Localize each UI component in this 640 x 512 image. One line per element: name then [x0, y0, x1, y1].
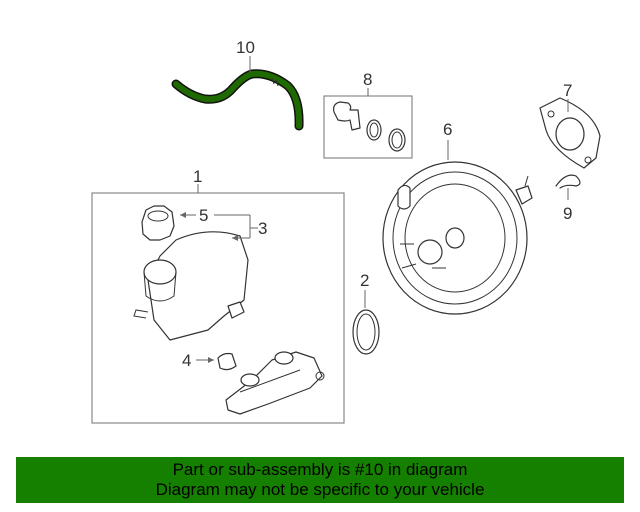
callout-6: 6	[443, 120, 452, 139]
part-3-reservoir[interactable]	[133, 231, 249, 341]
callout-2-group: 2	[360, 271, 369, 308]
callout-6-group: 6	[443, 120, 452, 160]
callout-8-group: 8	[363, 70, 372, 96]
part-1-master-cylinder-assembly[interactable]	[91, 192, 345, 424]
callout-9: 9	[563, 204, 572, 223]
callout-2: 2	[360, 271, 369, 290]
part-7-gasket[interactable]	[539, 97, 601, 169]
callout-7: 7	[563, 81, 572, 100]
callout-5-group: 5	[180, 206, 250, 225]
banner-line-1: Part or sub-assembly is #10 in diagram	[172, 460, 468, 479]
part-4-grommet[interactable]	[217, 352, 237, 371]
banner-line-2: Diagram may not be specific to your vehi…	[155, 480, 485, 499]
callout-8: 8	[363, 70, 372, 89]
callout-4-group: 4	[182, 351, 214, 370]
callout-9-group: 9	[563, 188, 572, 223]
part-2-o-ring[interactable]	[352, 309, 380, 355]
callout-3: 3	[258, 219, 267, 238]
info-banner: Part or sub-assembly is #10 in diagram D…	[16, 457, 624, 503]
master-cylinder-body[interactable]	[225, 351, 325, 415]
callout-10: 10	[236, 38, 255, 57]
part-6-brake-booster[interactable]	[382, 161, 533, 315]
part-5-reservoir-cap[interactable]	[141, 205, 175, 241]
part-10-vacuum-hose[interactable]	[171, 69, 304, 131]
callout-5: 5	[199, 206, 208, 225]
callout-4: 4	[182, 351, 191, 370]
callout-10-group: 10	[236, 38, 255, 72]
part-8-seal-kit[interactable]	[323, 95, 413, 159]
part-9-clip[interactable]	[555, 174, 581, 189]
callout-3-group: 3	[232, 215, 267, 241]
callout-7-group: 7	[563, 81, 572, 112]
callout-1-group: 1	[193, 167, 202, 193]
callout-1: 1	[193, 167, 202, 186]
